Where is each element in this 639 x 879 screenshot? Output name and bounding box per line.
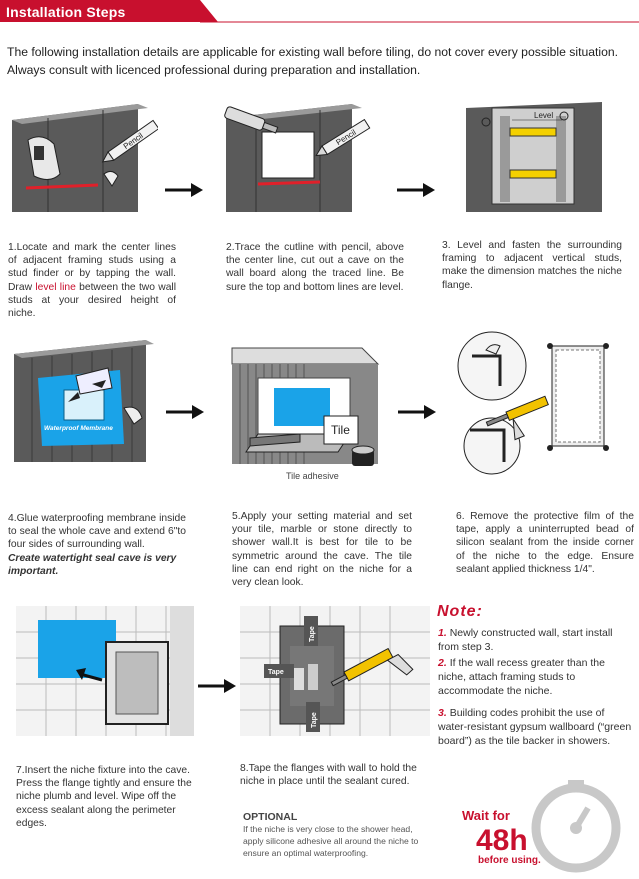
step8-illustration: Tape Tape Tape — [240, 606, 430, 736]
tape-label: Tape — [309, 626, 316, 642]
stopwatch-icon — [531, 780, 621, 873]
header-bar — [0, 0, 639, 23]
step-4-main: 4.Glue waterproofing membrane inside to … — [8, 513, 186, 551]
membrane-label: Waterproof Membrane — [44, 425, 113, 432]
step-1-text-b: between the two wall studs at your desir… — [8, 281, 176, 320]
level-label: Level — [534, 111, 553, 120]
tile-label: Tile — [331, 423, 350, 437]
step-1-level-line: level line — [35, 281, 76, 293]
step-5-text: 5.Apply your setting material and set yo… — [232, 511, 412, 589]
note-item: 1. Newly constructed wall, start install… — [438, 626, 634, 654]
step5-illustration: Tile Tile adhesive — [231, 347, 380, 481]
arrow-right-icon — [198, 679, 236, 693]
note-item: 3. Building codes prohibit the use of wa… — [438, 706, 634, 748]
arrow-right-icon — [397, 183, 435, 197]
note-num: 1. — [438, 627, 447, 639]
wait-line-1: Wait for — [462, 808, 510, 823]
arrow-right-icon — [398, 405, 436, 419]
tile-adhesive-label: Tile adhesive — [286, 471, 339, 481]
note-text: Building codes prohibit the use of water… — [438, 707, 632, 747]
optional-text: If the niche is very close to the shower… — [243, 824, 419, 858]
note-text: Newly constructed wall, start install fr… — [438, 627, 613, 653]
step-1-text: 1.Locate and mark the center lines of ad… — [8, 241, 176, 320]
tape-label: Tape — [311, 712, 318, 728]
step-3-text: 3. Level and fasten the surrounding fram… — [442, 240, 622, 291]
step-4-emphasis: Create watertight seal cave is very impo… — [8, 552, 177, 577]
step-8-text: 8.Tape the flanges with wall to hold the… — [240, 763, 417, 788]
note-num: 2. — [438, 657, 447, 669]
step-4-text: 4.Glue waterproofing membrane inside to … — [8, 512, 186, 578]
tape-label: Tape — [268, 669, 284, 676]
arrow-right-icon — [166, 405, 204, 419]
intro-line-2: Always consult with licenced professiona… — [7, 63, 421, 77]
step4-illustration: Waterproof Membrane — [14, 340, 154, 462]
step1-illustration: Pencil — [12, 104, 158, 212]
note-text: If the wall recess greater than the nich… — [438, 657, 605, 697]
note-num: 3. — [438, 707, 447, 719]
section-header: Installation Steps — [0, 0, 639, 26]
step-1-text-a: 1.Locate and mark the center lines of ad… — [8, 242, 176, 293]
note-title: Note: — [437, 603, 483, 620]
intro-line-1: The following installation details are a… — [7, 45, 619, 59]
step2-illustration: Pencil — [224, 104, 371, 212]
note-item: 2. If the wall recess greater than the n… — [438, 656, 634, 698]
step-7-text: 7.Insert the niche fixture into the cave… — [16, 765, 192, 829]
arrow-right-icon — [165, 183, 203, 197]
step6-illustration — [457, 331, 609, 475]
wait-line-2: before using. — [478, 855, 541, 866]
wait-value: 48h — [476, 824, 528, 857]
step-6-text: 6. Remove the protective film of the tap… — [456, 511, 634, 575]
intro-text: The following installation details are a… — [7, 43, 637, 79]
step-2-text: 2.Trace the cutline with pencil, above t… — [226, 242, 404, 293]
optional-title: OPTIONAL — [243, 811, 298, 823]
header-title: Installation Steps — [6, 4, 126, 20]
step7-illustration — [16, 606, 194, 736]
step3-illustration: Level — [466, 102, 602, 212]
wait-48h-badge: Wait for 48h before using. — [462, 780, 621, 873]
